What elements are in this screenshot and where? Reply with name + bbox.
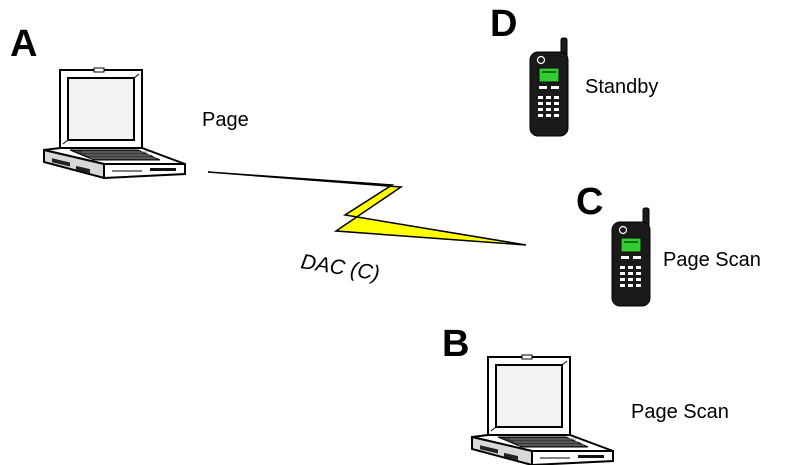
mobile-phone-icon — [529, 37, 569, 137]
link-label: DAC (C) — [299, 250, 381, 285]
lightning-bolt-icon — [207, 171, 527, 246]
node-state-a: Page — [202, 109, 249, 131]
laptop-icon — [43, 67, 186, 179]
node-a: A Page — [10, 23, 249, 179]
mobile-phone-icon — [611, 207, 651, 307]
laptop-icon — [471, 354, 614, 465]
node-letter-d: D — [490, 3, 517, 45]
node-b: B Page Scan — [442, 323, 729, 465]
node-c: C Page Scan — [576, 181, 761, 307]
node-letter-a: A — [10, 23, 37, 65]
node-letter-c: C — [576, 181, 603, 223]
node-state-b: Page Scan — [631, 401, 729, 423]
node-letter-b: B — [442, 323, 469, 365]
node-state-d: Standby — [585, 76, 658, 98]
node-state-c: Page Scan — [663, 249, 761, 271]
node-d: D Standby — [490, 3, 658, 137]
